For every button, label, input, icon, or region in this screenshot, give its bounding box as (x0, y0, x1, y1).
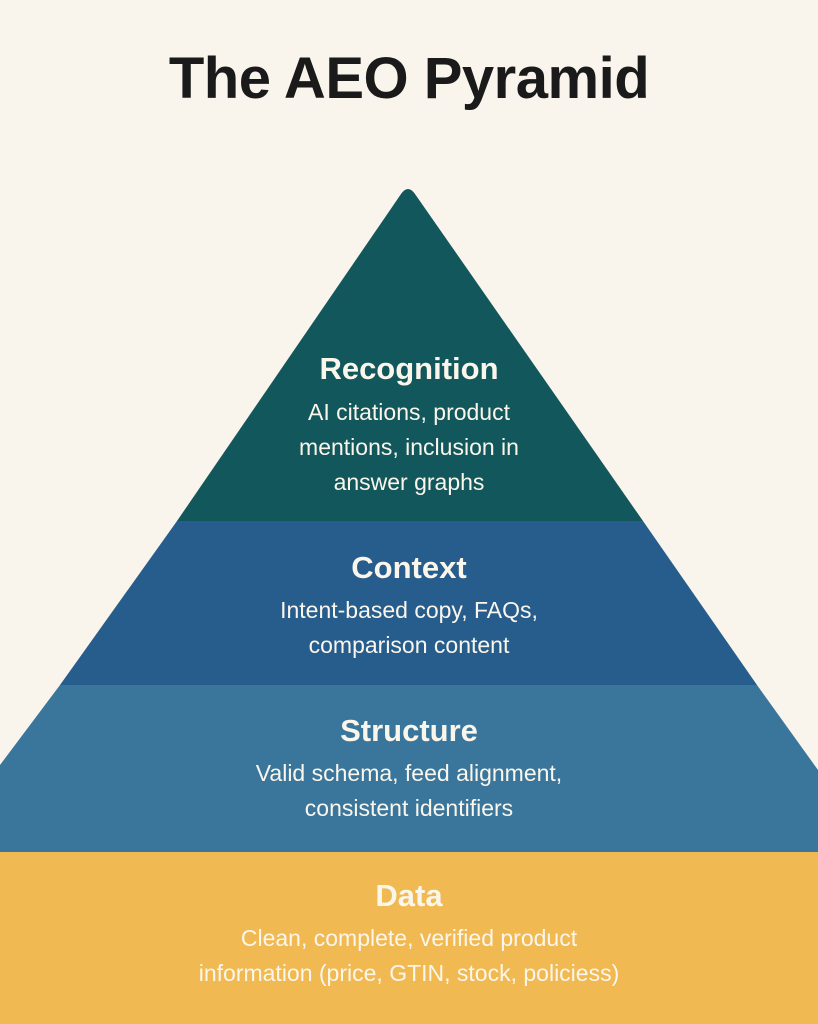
structure-layer-shape (0, 685, 818, 852)
description-line: information (price, GTIN, stock, policie… (198, 960, 620, 986)
layer-title: Data (375, 878, 443, 913)
layer-context: Context Intent-based copy, FAQs, compari… (0, 549, 818, 663)
layer-title: Recognition (319, 351, 499, 386)
layer-description: Valid schema, feed alignment, consistent… (0, 756, 818, 826)
diagram-title: The AEO Pyramid (168, 46, 650, 111)
description-line: mentions, inclusion in (299, 434, 519, 460)
description-line: answer graphs (333, 469, 485, 495)
description-line: Clean, complete, verified product (240, 925, 578, 951)
layer-description: Clean, complete, verified product inform… (0, 921, 818, 991)
description-line: comparison content (308, 632, 510, 658)
description-line: consistent identifiers (304, 795, 514, 821)
recognition-layer-shape (177, 189, 643, 521)
layer-title: Context (351, 550, 467, 585)
layer-title: Structure (340, 713, 478, 748)
description-line: Intent-based copy, FAQs, (280, 597, 538, 623)
data-layer-shape (0, 852, 818, 1024)
layer-data: Data Clean, complete, verified product i… (0, 877, 818, 991)
description-line: Valid schema, feed alignment, (255, 760, 563, 786)
layer-structure: Structure Valid schema, feed alignment, … (0, 712, 818, 826)
layer-description: AI citations, product mentions, inclusio… (0, 395, 818, 500)
description-line: AI citations, product (308, 399, 510, 425)
layer-recognition: Recognition AI citations, product mentio… (0, 350, 818, 500)
context-layer-shape (60, 521, 757, 685)
layer-description: Intent-based copy, FAQs, comparison cont… (0, 593, 818, 663)
